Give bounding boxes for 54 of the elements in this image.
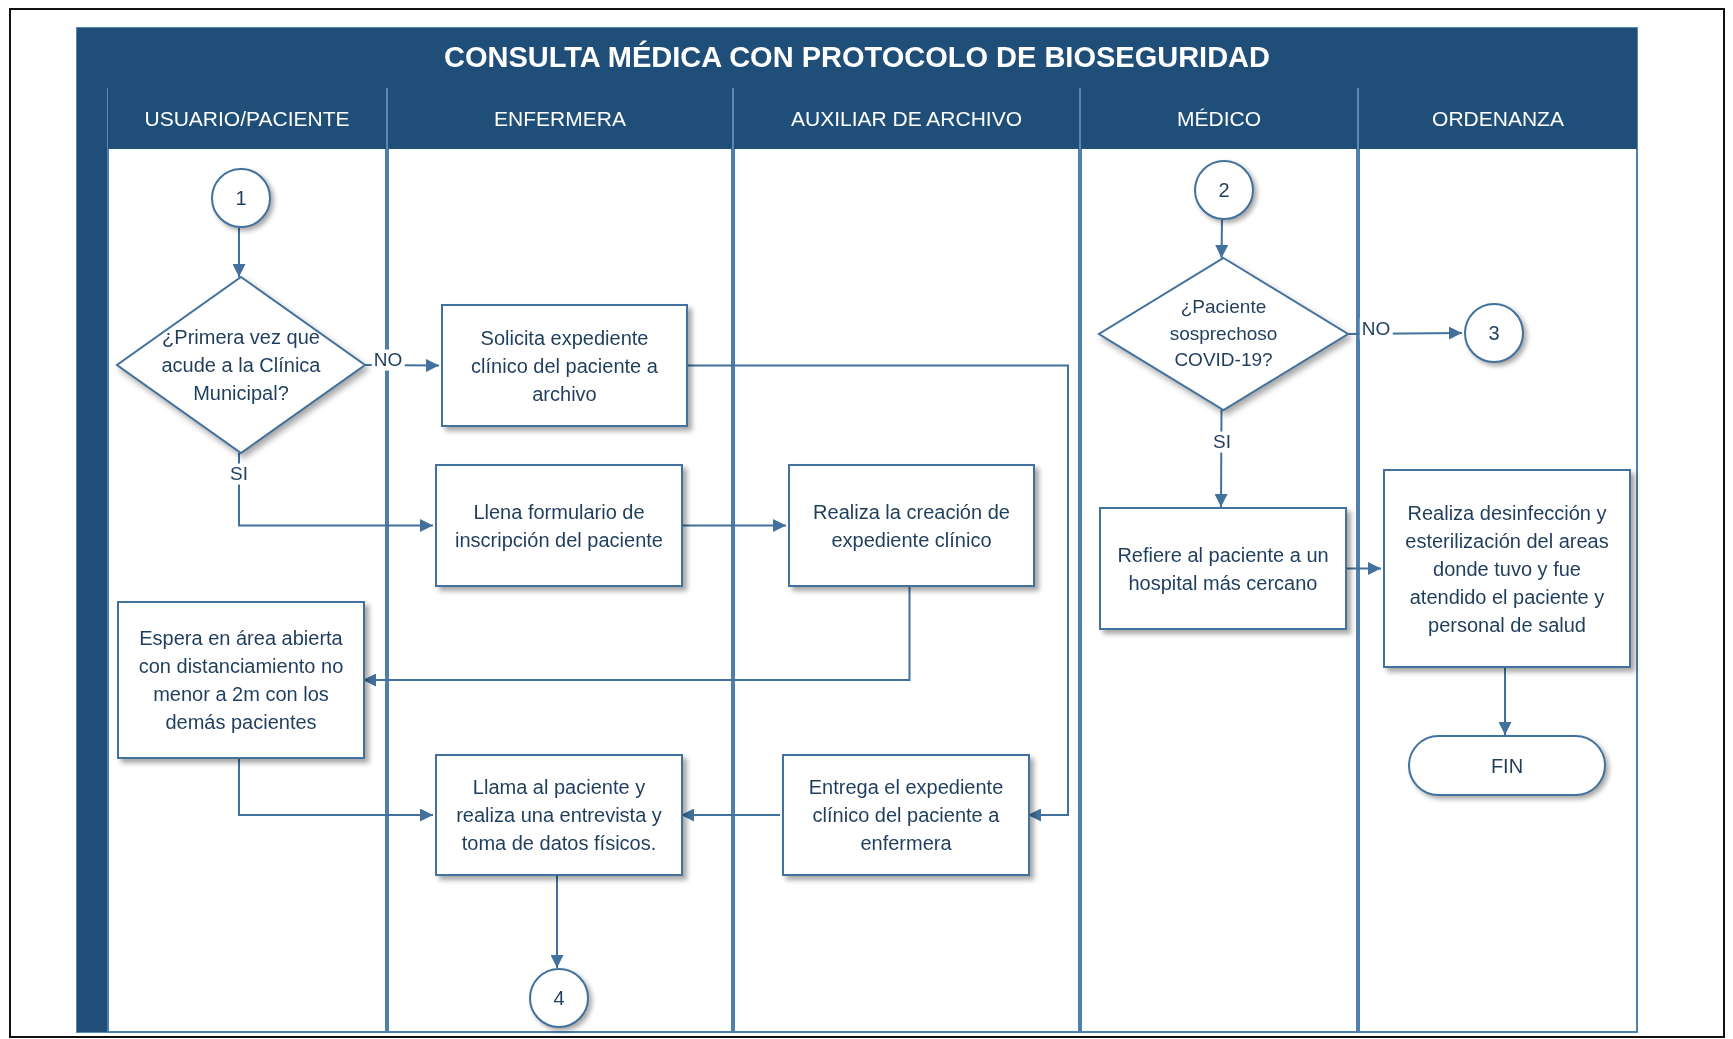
process-box — [1099, 507, 1347, 630]
connector-circle — [1194, 160, 1254, 220]
swimlane — [1080, 88, 1358, 1033]
swimlane — [1358, 88, 1638, 1033]
process-box — [782, 754, 1030, 876]
step-text: Entrega el expediente clínico del paciente a enfermera — [807, 775, 1005, 856]
process-box — [441, 304, 688, 427]
arrow — [238, 758, 434, 822]
arrow — [362, 586, 911, 687]
decision-diamond — [117, 277, 365, 453]
arrow — [680, 808, 781, 822]
arrow — [232, 227, 246, 278]
arrow — [1498, 667, 1512, 736]
arrow — [1215, 219, 1229, 259]
connector-number: 2 — [1218, 178, 1230, 203]
step-text: FIN — [1490, 753, 1524, 779]
step-text: Realiza la creación de expediente clínico — [812, 499, 1011, 553]
arrow — [238, 452, 434, 532]
process-box — [1383, 469, 1631, 668]
process-box — [435, 464, 683, 587]
lane-header: AUXILIAR DE ARCHIVO — [733, 88, 1080, 149]
connector-number: 4 — [553, 986, 565, 1011]
diagram-title: CONSULTA MÉDICA CON PROTOCOLO DE BIOSEGURIDAD — [444, 41, 1270, 74]
edge-label: SI — [1211, 431, 1233, 453]
terminator — [1408, 735, 1606, 796]
step-text: Realiza desinfección y esterilización del areas donde tuvo y fue atendido el paciente y personal de salud — [1404, 500, 1610, 638]
arrow — [1214, 409, 1228, 508]
edge-label: SI — [228, 463, 250, 485]
arrow — [550, 875, 564, 969]
step-text: ¿Primera vez que acude a la Clínica Municipal? — [160, 325, 322, 406]
process-box — [117, 601, 365, 759]
decision-diamond — [1099, 258, 1348, 410]
lane-header: USUARIO/PACIENTE — [107, 88, 387, 149]
lane-header: ORDENANZA — [1358, 88, 1638, 149]
step-text: Refiere al paciente a un hospital más cercano — [1116, 542, 1330, 596]
step-text: Solicita expediente clínico del paciente a archivo — [470, 325, 659, 407]
step-text: Espera en área abierta con distanciamiento no menor a 2m con los demás pacientes — [137, 626, 345, 735]
step-text: ¿Paciente sosprechoso COVID-19? — [1168, 295, 1279, 373]
arrow — [685, 364, 1069, 822]
step-text: Llena formulario de inscripción del paciente — [454, 499, 664, 553]
connector-circle — [529, 968, 589, 1028]
process-box — [788, 464, 1035, 587]
connector-number: 3 — [1488, 321, 1500, 346]
connector-number: 1 — [235, 186, 247, 211]
process-box — [435, 754, 683, 876]
connector-circle — [211, 168, 271, 228]
lane-header: ENFERMERA — [387, 88, 733, 149]
lane-header: MÉDICO — [1080, 88, 1358, 149]
arrow — [1344, 562, 1382, 575]
connector-circle — [1464, 303, 1524, 363]
swimlane — [733, 88, 1080, 1033]
arrow — [680, 519, 787, 532]
edge-label: NO — [371, 349, 405, 371]
step-text: Llama al paciente y realiza una entrevista y toma de datos físicos. — [455, 775, 663, 856]
